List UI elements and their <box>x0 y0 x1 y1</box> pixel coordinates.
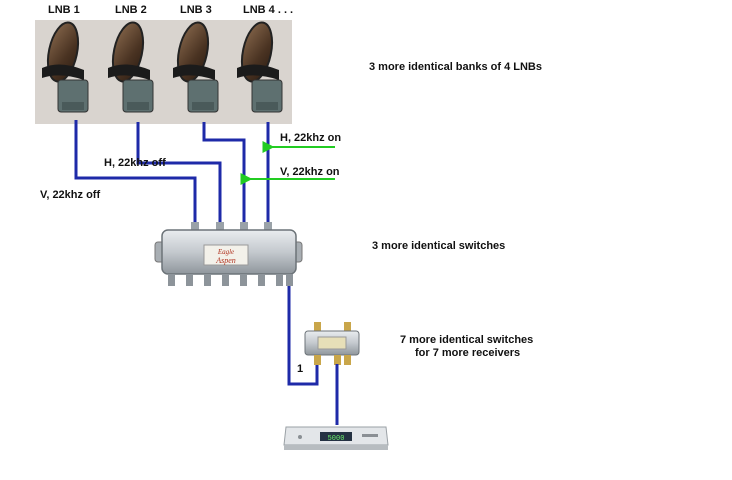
cable-lnb1 <box>74 120 197 226</box>
cable-lnb2 <box>136 122 222 226</box>
note-identical-banks: 3 more identical banks of 4 LNBs <box>369 61 542 73</box>
receiver: 5000 <box>283 426 389 450</box>
signal-arrows <box>240 141 335 185</box>
switch-brand-line1: Eagle <box>217 248 234 256</box>
lnb-4-label: LNB 4 . . . <box>243 4 293 16</box>
label-v-22khz-on: V, 22khz on <box>280 166 340 178</box>
label-h-22khz-off: H, 22khz off <box>104 157 166 169</box>
multiswitch: Eagle Aspen <box>154 222 303 286</box>
lnb-cables <box>74 120 270 226</box>
lnb-1 <box>42 21 89 113</box>
switch-brand-line2: Aspen <box>215 256 236 265</box>
port-label: 1 <box>297 363 303 375</box>
cable-switch-to-splitter <box>287 286 319 386</box>
lnb-1-label: LNB 1 <box>48 4 80 16</box>
label-v-22khz-off: V, 22khz off <box>40 189 100 201</box>
receiver-display: 5000 <box>328 435 345 443</box>
note-identical-splitters-line1: 7 more identical switches <box>400 334 533 346</box>
label-h-22khz-on: H, 22khz on <box>280 132 341 144</box>
cable-lnb3 <box>202 122 246 226</box>
splitter <box>304 322 360 365</box>
lnb-4 <box>237 21 283 113</box>
note-identical-splitters-line2: for 7 more receivers <box>415 347 520 359</box>
lnb-3 <box>173 21 219 113</box>
lnb-3-label: LNB 3 <box>180 4 212 16</box>
note-identical-switches: 3 more identical switches <box>372 240 505 252</box>
lnb-2-label: LNB 2 <box>115 4 147 16</box>
lnb-2 <box>108 21 154 113</box>
